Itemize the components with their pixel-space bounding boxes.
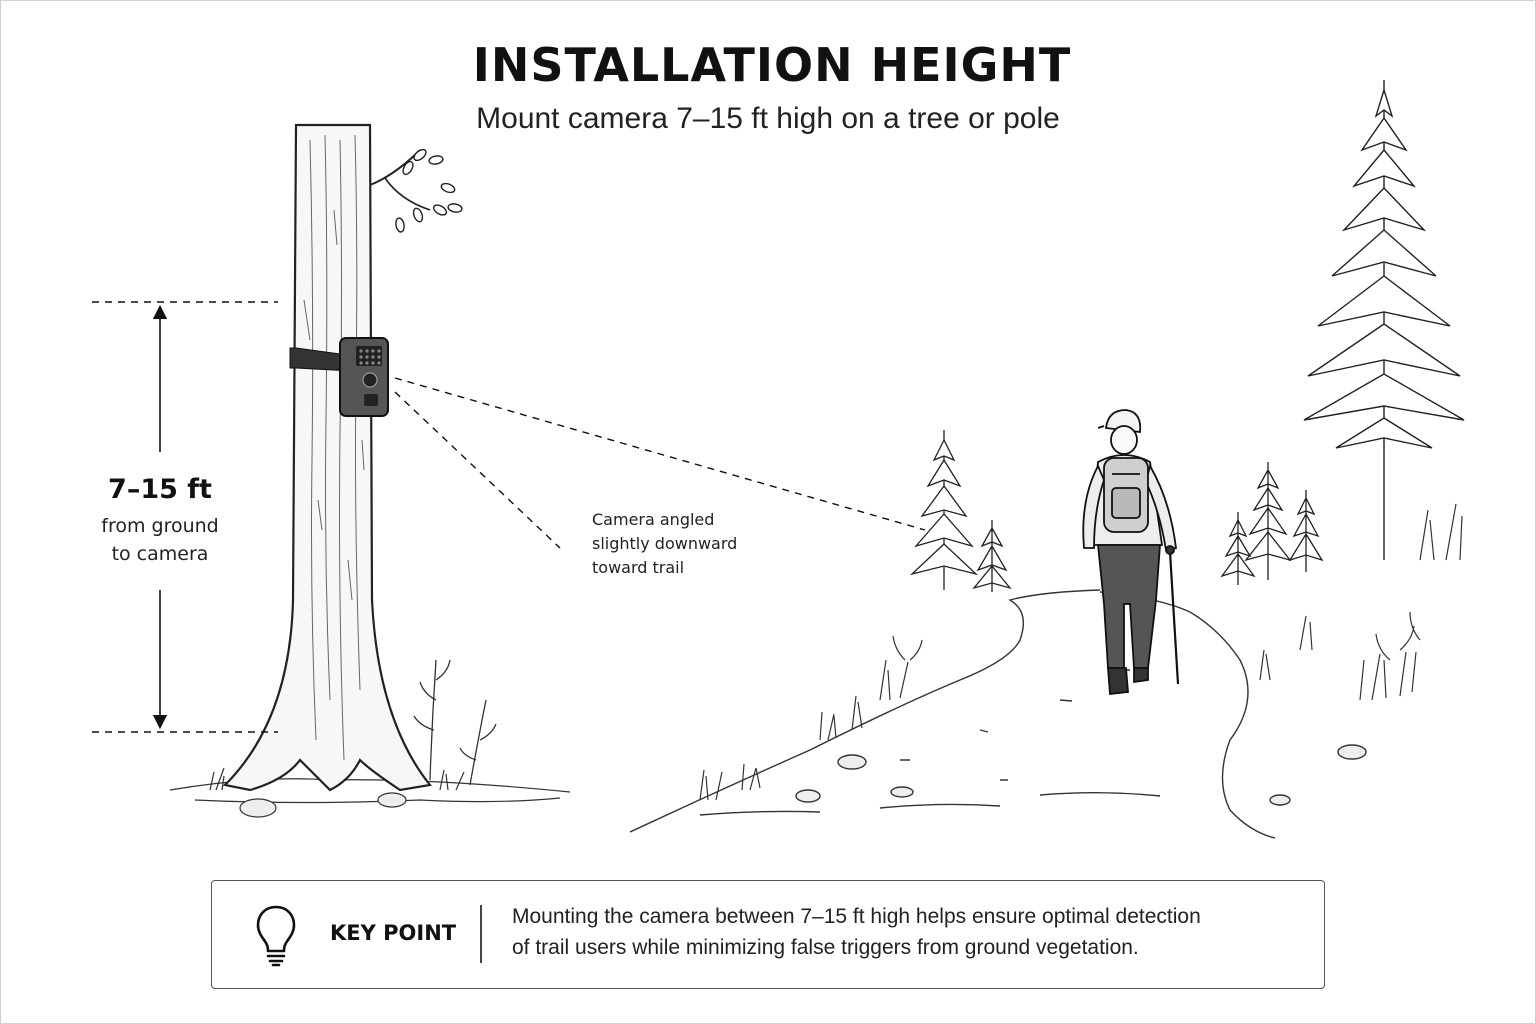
key-point-text-line: of trail users while minimizing false tr… <box>512 936 1139 959</box>
bush-icon <box>413 659 497 786</box>
key-point-text: Mounting the camera between 7–15 ft high… <box>512 901 1292 963</box>
height-dimension <box>92 301 278 733</box>
camera-view-lines <box>394 377 926 549</box>
camera-angle-note-line: toward trail <box>592 558 685 577</box>
camera-angle-note-line: Camera angled <box>592 510 715 529</box>
page-subtitle: Mount camera 7–15 ft high on a tree or p… <box>476 102 1060 135</box>
key-point-box: KEY POINT Mounting the camera between 7–… <box>211 880 1325 989</box>
camera-angle-note-line: slightly downward <box>592 534 738 553</box>
height-description-line: from ground <box>101 515 219 537</box>
height-value: 7–15 ft <box>108 474 212 505</box>
lightbulb-icon <box>256 905 296 967</box>
key-point-divider <box>480 905 482 963</box>
height-description: from ground to camera <box>60 512 260 568</box>
trail-path <box>629 589 1367 839</box>
height-description-line: to camera <box>111 543 209 565</box>
camera-angle-note: Camera angled slightly downward toward t… <box>592 508 792 580</box>
key-point-text-line: Mounting the camera between 7–15 ft high… <box>512 905 1201 928</box>
tree-ground <box>169 767 571 818</box>
tree-icon <box>222 123 463 792</box>
hiker-icon <box>1082 409 1180 695</box>
small-pine-trees <box>909 430 1324 592</box>
vegetation <box>699 503 1463 801</box>
key-point-label: KEY POINT <box>330 921 457 945</box>
trail-camera-icon <box>289 337 389 417</box>
page-title: INSTALLATION HEIGHT <box>472 38 1072 92</box>
pine-tree-icon <box>1303 80 1465 560</box>
